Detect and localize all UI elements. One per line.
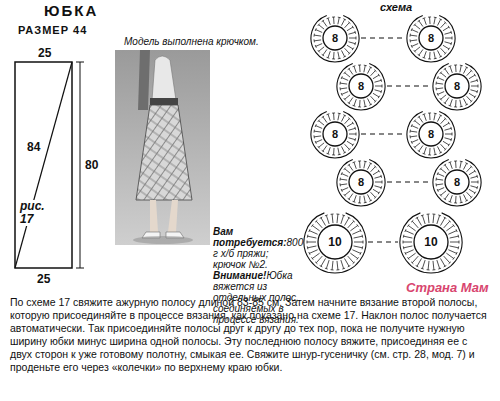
crochet-motif: 8 <box>431 60 483 112</box>
label: 25 <box>37 272 50 286</box>
join-line <box>368 241 398 242</box>
crochet-motif: 8 <box>309 108 361 160</box>
label: рис. 17 <box>19 200 53 226</box>
motif-number: 10 <box>328 236 341 248</box>
label: Страна Мам <box>405 280 490 296</box>
label: 84 <box>26 140 41 154</box>
materials-text: Внимание! <box>213 270 266 281</box>
motif-number: 8 <box>428 33 434 44</box>
label: схема <box>380 1 412 14</box>
crochet-motif: 10 <box>398 209 464 275</box>
motif-number: 8 <box>358 177 364 188</box>
label: 80 <box>85 158 98 172</box>
join-line <box>387 181 431 182</box>
pattern-outline <box>15 62 84 268</box>
title: ЮБКА <box>44 2 98 19</box>
model-photo <box>115 50 210 245</box>
instructions-text: По схеме 17 свяжите ажурную полосу длино… <box>10 296 492 374</box>
crochet-motif: 8 <box>335 156 387 208</box>
motif-number: 8 <box>332 33 338 44</box>
motif-number: 10 <box>424 236 437 248</box>
motif-number: 8 <box>454 81 460 92</box>
crochet-motif: 10 <box>302 209 368 275</box>
label: РАЗМЕР 44 <box>18 24 87 37</box>
motif-number: 8 <box>428 129 434 140</box>
crochet-motif: 8 <box>405 12 457 64</box>
motif-number: 8 <box>454 177 460 188</box>
label: 25 <box>37 46 52 60</box>
crochet-motif: 8 <box>431 156 483 208</box>
crochet-motif: 8 <box>309 12 361 64</box>
materials-text: Вам потребуется: <box>213 226 287 248</box>
join-line <box>361 37 405 38</box>
join-line <box>387 85 431 86</box>
join-line <box>361 133 405 134</box>
motif-number: 8 <box>332 129 338 140</box>
crochet-motif: 8 <box>335 60 387 112</box>
motif-number: 8 <box>358 81 364 92</box>
crochet-motif: 8 <box>405 108 457 160</box>
label: Модель выполнена крючком. <box>124 36 259 48</box>
